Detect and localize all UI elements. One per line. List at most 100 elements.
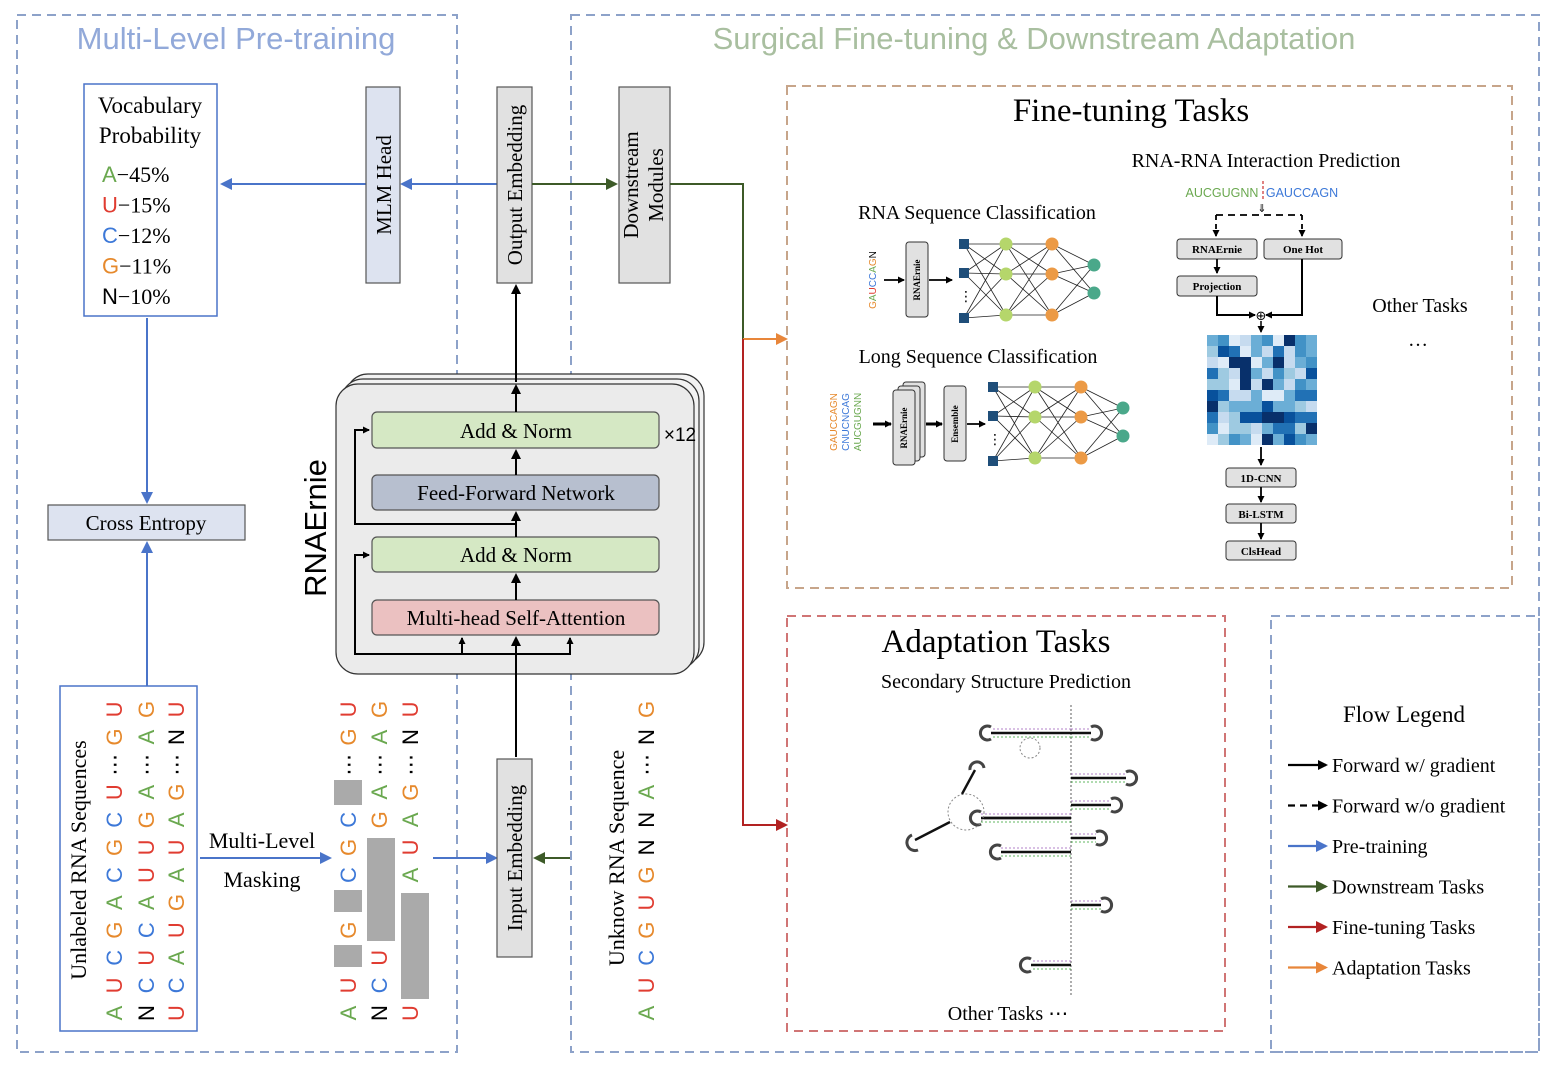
seq-letter: N xyxy=(134,1005,159,1021)
heatmap-cell xyxy=(1262,390,1273,401)
seq-letter: A xyxy=(134,729,159,744)
heatmap-cell xyxy=(1273,412,1284,423)
heatmap-cell xyxy=(1295,346,1306,357)
seq-letter: U xyxy=(134,867,159,883)
combine-arrows xyxy=(1216,259,1303,319)
ss-interior-loop xyxy=(1019,737,1041,759)
heatmap-cell xyxy=(1207,368,1218,379)
clshead-box xyxy=(1225,540,1297,561)
unknown-seq-label: Unknow RNA Sequence xyxy=(604,750,629,966)
masked-letter: A xyxy=(398,867,423,882)
ensemble-label: Ensemble xyxy=(950,405,960,443)
nn-hidden1-node xyxy=(999,237,1013,251)
heatmap-cell xyxy=(1229,335,1240,346)
heatmap-cell xyxy=(1251,423,1262,434)
ss-hairpin xyxy=(1071,769,1139,787)
seq-letter: ⋯ xyxy=(134,754,159,776)
heatmap-cell xyxy=(1240,368,1251,379)
adaptation-tasks-frame xyxy=(786,615,1226,1032)
heatmap-cell xyxy=(1295,412,1306,423)
bilstm-label: Bi-LSTM xyxy=(1238,509,1284,521)
rnaernie-small-label-2: RNAErnie xyxy=(899,407,909,448)
heatmap-cell xyxy=(1229,401,1240,412)
heatmap-cell xyxy=(1262,357,1273,368)
clshead-label: ClsHead xyxy=(1241,546,1281,558)
seq-multi: CNUCNCAG xyxy=(841,393,852,451)
heatmap-cell xyxy=(1251,335,1262,346)
rri-dashed-branches xyxy=(1212,214,1306,237)
ss-hairpin xyxy=(978,724,1071,742)
nn-hidden2-node xyxy=(1045,237,1059,251)
seq-letter: U xyxy=(102,977,127,993)
unknown-letter: N xyxy=(634,812,659,828)
legend-label: Forward w/ gradient xyxy=(1332,755,1496,777)
input-embedding-box xyxy=(496,758,533,958)
heatmap-cell xyxy=(1207,379,1218,390)
nn-dots: ⋮ xyxy=(988,431,1002,447)
seq-letter: G xyxy=(164,784,189,801)
nn-output-node xyxy=(1087,286,1101,300)
heatmap-cell xyxy=(1229,357,1240,368)
nn-hidden1-node xyxy=(999,267,1013,281)
seq-letter: A xyxy=(164,950,189,965)
vocab-value: −45% xyxy=(117,162,170,187)
ensemble-box xyxy=(943,385,967,462)
unknown-letter: C xyxy=(634,950,659,966)
heatmap-cell xyxy=(1284,368,1295,379)
heatmap-cell xyxy=(1295,357,1306,368)
input-embedding-label: Input Embedding xyxy=(503,784,527,931)
seq-multi: AUCGUGNN xyxy=(853,393,864,451)
seq-letter: A xyxy=(102,895,127,910)
nn-hidden2-node xyxy=(1045,267,1059,281)
nn-classifier-2: ⋮ xyxy=(988,380,1130,466)
vocabulary-title-2: Probability xyxy=(99,123,202,148)
add-norm-top-label: Add & Norm xyxy=(460,419,572,443)
legend-label: Adaptation Tasks xyxy=(1332,958,1471,980)
legend-label: Fine-tuning Tasks xyxy=(1332,917,1475,939)
heatmap-cell xyxy=(1240,423,1251,434)
downstream-modules-box xyxy=(618,86,671,284)
vocabulary-box xyxy=(83,83,218,317)
heatmap-cell xyxy=(1240,390,1251,401)
heatmap-cell xyxy=(1251,379,1262,390)
ss-hairpin xyxy=(1071,796,1124,814)
finetune-frame xyxy=(570,14,1540,1053)
heatmap-cell xyxy=(1273,390,1284,401)
heatmap-cell xyxy=(1295,434,1306,445)
other-tasks-ellipsis: … xyxy=(1408,329,1428,351)
heatmap-cell xyxy=(1306,346,1317,357)
heatmap-cell xyxy=(1306,357,1317,368)
heatmap-cell xyxy=(1273,423,1284,434)
masked-letter: G xyxy=(367,701,392,718)
seq-letter: N xyxy=(164,729,189,745)
legend-item: Adaptation Tasks xyxy=(1288,958,1471,980)
heatmap-cell xyxy=(1273,401,1284,412)
heatmap-cell xyxy=(1240,346,1251,357)
rnaernie-small-label-1: RNAErnie xyxy=(912,259,922,300)
heatmap-cell xyxy=(1284,335,1295,346)
heatmap-cell xyxy=(1218,434,1229,445)
seq-letter: C xyxy=(102,950,127,966)
pretraining-frame xyxy=(16,14,458,1053)
seq-letter: A xyxy=(134,895,159,910)
heatmap-cell xyxy=(1306,379,1317,390)
nn-input-node xyxy=(988,411,998,421)
heatmap-cell xyxy=(1240,412,1251,423)
heatmap-cell xyxy=(1240,357,1251,368)
heatmap-cell xyxy=(1284,401,1295,412)
heatmap-cell xyxy=(1273,357,1284,368)
long-seq-input: GAUCCAGN CNUCNCAG AUCGUGNN xyxy=(829,393,864,451)
finetune-title: Surgical Fine-tuning & Downstream Adapta… xyxy=(713,21,1356,56)
heatmap-cell xyxy=(1262,346,1273,357)
heatmap-cell xyxy=(1240,335,1251,346)
masked-letter: G xyxy=(336,728,361,745)
seq-letter: C xyxy=(134,922,159,938)
heatmap-cell xyxy=(1218,379,1229,390)
seq-letter: G xyxy=(134,701,159,718)
heatmap-cell xyxy=(1306,434,1317,445)
heatmap-cell xyxy=(1262,434,1273,445)
rri-rnaernie-label: RNAErnie xyxy=(1192,244,1242,256)
